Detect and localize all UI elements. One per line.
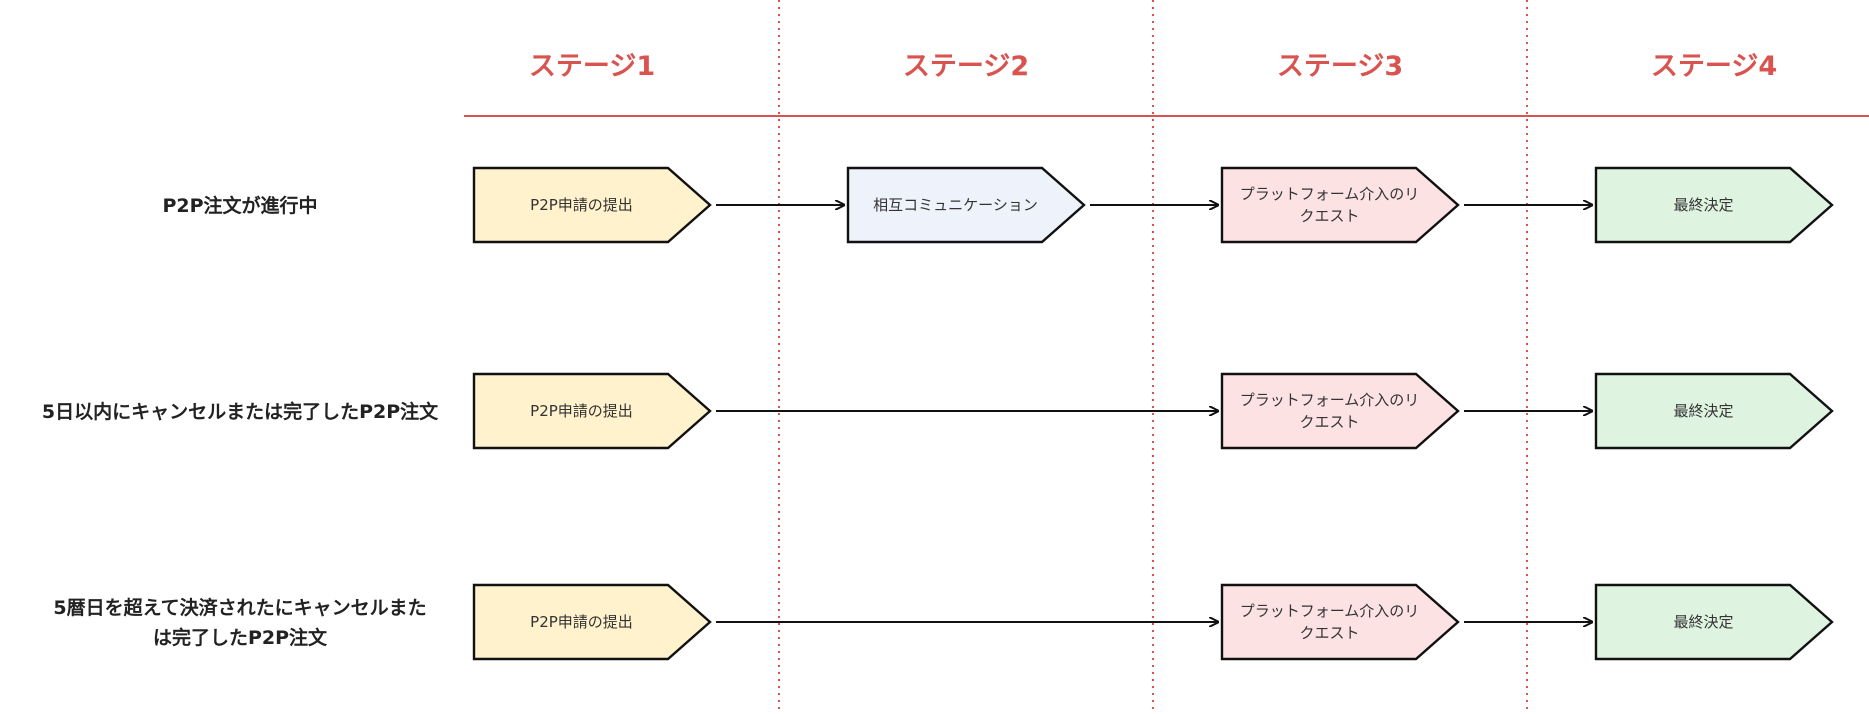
step-box-stage-3: プラットフォーム介入のリクエスト [1220, 583, 1460, 661]
step-label: 最終決定 [1673, 402, 1733, 420]
step-box-stage-3: プラットフォーム介入のリクエスト [1220, 372, 1460, 450]
step-shape [1594, 166, 1834, 244]
step-shape [1220, 583, 1460, 661]
step-label: P2P申請の提出 [530, 196, 633, 214]
stage-headers: ステージ1 ステージ2 ステージ3 ステージ4 [529, 51, 1777, 82]
step-box-stage-1: P2P申請の提出 [472, 583, 712, 661]
step-shape [1220, 166, 1460, 244]
step-label: P2P申請の提出 [530, 402, 633, 420]
step-shape [472, 166, 712, 244]
step-label: プラットフォーム介入のリクエスト [1240, 391, 1420, 431]
process-row-2: 5日以内にキャンセルまたは完了したP2P注文 P2P申請の提出 プラットフォーム介入… [42, 372, 1834, 450]
step-label: P2P申請の提出 [530, 613, 633, 631]
step-label: プラットフォーム介入のリクエスト [1240, 185, 1420, 225]
stage-title-3: ステージ3 [1277, 51, 1403, 82]
step-label: 最終決定 [1673, 196, 1733, 214]
step-label: 相互コミュニケーション [873, 196, 1038, 214]
process-row-3: 5暦日を超えて決済されたにキャンセルまたは完了したP2P注文 P2P申請の提出 プラ… [53, 583, 1834, 661]
step-shape [472, 583, 712, 661]
row-label: P2P注文が進行中 [162, 194, 317, 217]
step-box-stage-4: 最終決定 [1594, 583, 1834, 661]
step-box-stage-1: P2P申請の提出 [472, 166, 712, 244]
step-box-stage-4: 最終決定 [1594, 166, 1834, 244]
row-label: 5日以内にキャンセルまたは完了したP2P注文 [42, 400, 439, 423]
stage-title-2: ステージ2 [903, 51, 1029, 82]
row-label: 5暦日を超えて決済されたにキャンセルまたは完了したP2P注文 [53, 596, 426, 649]
stage-title-1: ステージ1 [529, 51, 655, 82]
step-shape [472, 372, 712, 450]
stage-title-4: ステージ4 [1651, 51, 1777, 82]
process-row-1: P2P注文が進行中 P2P申請の提出 相互コミュニケーション プラットフォーム介入のリ… [162, 166, 1834, 244]
step-shape [846, 166, 1086, 244]
stage-grid [464, 0, 1869, 714]
step-label: 最終決定 [1673, 613, 1733, 631]
step-box-stage-1: P2P申請の提出 [472, 372, 712, 450]
step-box-stage-4: 最終決定 [1594, 372, 1834, 450]
step-shape [1594, 583, 1834, 661]
step-shape [1220, 372, 1460, 450]
step-box-stage-3: プラットフォーム介入のリクエスト [1220, 166, 1460, 244]
step-box-stage-2: 相互コミュニケーション [846, 166, 1086, 244]
step-shape [1594, 372, 1834, 450]
step-label: プラットフォーム介入のリクエスト [1240, 602, 1420, 642]
